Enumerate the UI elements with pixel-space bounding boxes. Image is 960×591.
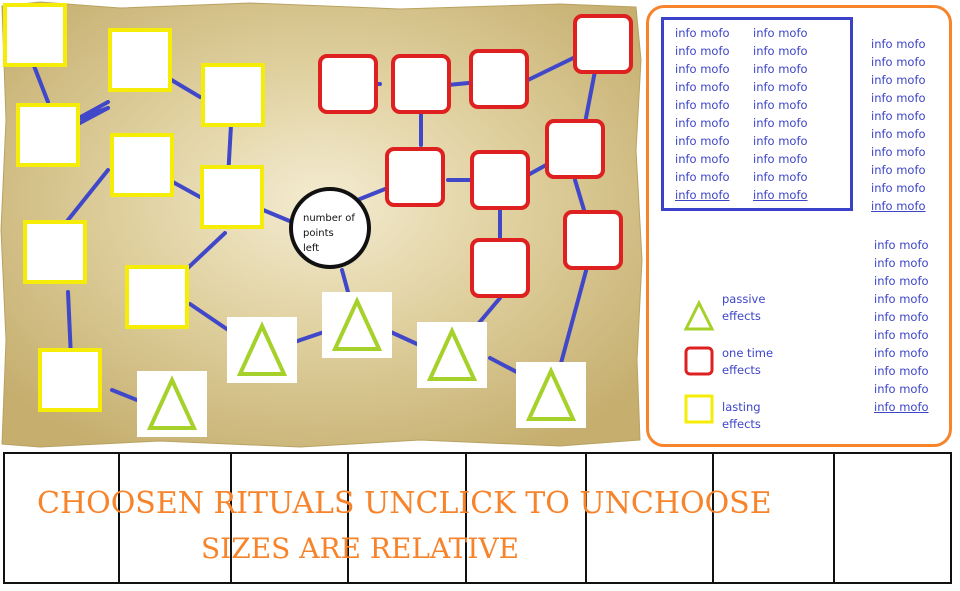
info-line: info mofo — [871, 73, 926, 87]
passive-legend-label: passive effects — [722, 292, 766, 323]
info-line: info mofo — [675, 188, 730, 202]
lasting-legend-label: lasting effects — [722, 400, 761, 431]
info-line: info mofo — [871, 37, 926, 51]
info-line: info mofo — [874, 382, 929, 396]
lasting-ritual-node[interactable] — [108, 28, 172, 92]
points-left-counter: number of points left — [289, 187, 371, 269]
info-line: info mofo — [874, 364, 929, 378]
info-line: info mofo — [753, 116, 808, 130]
info-line: info mofo — [753, 80, 808, 94]
one-time-ritual-node[interactable] — [573, 14, 633, 74]
passive-ritual-node[interactable] — [417, 322, 487, 388]
lasting-ritual-node[interactable] — [3, 3, 67, 67]
chosen-ritual-slot[interactable] — [347, 452, 467, 584]
one-time-ritual-node[interactable] — [470, 150, 530, 210]
info-line: info mofo — [874, 238, 929, 252]
info-line: info mofo — [675, 116, 730, 130]
one-time-legend-icon — [684, 346, 714, 376]
info-line: info mofo — [753, 98, 808, 112]
ritual-map: number of points left — [0, 1, 643, 448]
one-time-ritual-node[interactable] — [469, 49, 529, 109]
info-line: info mofo — [874, 256, 929, 270]
passive-ritual-node[interactable] — [322, 292, 392, 358]
lasting-ritual-node[interactable] — [200, 165, 264, 229]
lasting-legend-icon — [684, 394, 714, 424]
one-time-ritual-node[interactable] — [318, 54, 378, 114]
lasting-ritual-node[interactable] — [23, 220, 87, 284]
info-line: info mofo — [871, 109, 926, 123]
info-line: info mofo — [753, 62, 808, 76]
chosen-ritual-slot[interactable] — [833, 452, 952, 584]
one-time-ritual-node[interactable] — [385, 147, 445, 207]
info-line: info mofo — [675, 80, 730, 94]
chosen-ritual-slot[interactable] — [118, 452, 232, 584]
info-line: info mofo — [874, 346, 929, 360]
info-line: info mofo — [874, 310, 929, 324]
lasting-ritual-node[interactable] — [201, 63, 265, 127]
info-line: info mofo — [871, 91, 926, 105]
info-line: info mofo — [874, 274, 929, 288]
info-line: info mofo — [753, 170, 808, 184]
lasting-ritual-node[interactable] — [16, 103, 80, 167]
info-line: info mofo — [675, 98, 730, 112]
passive-ritual-node[interactable] — [137, 371, 207, 437]
info-line: info mofo — [753, 152, 808, 166]
counter-label-line-2: points — [303, 228, 334, 239]
info-line: info mofo — [871, 127, 926, 141]
lasting-ritual-node[interactable] — [125, 265, 189, 329]
info-line: info mofo — [874, 292, 929, 306]
info-line: info mofo — [753, 26, 808, 40]
chosen-ritual-slot[interactable] — [585, 452, 714, 584]
info-panel: info mofo info mofo info mofo info mofo info… — [646, 5, 952, 447]
one-time-ritual-node[interactable] — [563, 210, 623, 270]
info-line: info mofo — [871, 181, 926, 195]
info-line: info mofo — [675, 62, 730, 76]
info-line: info mofo — [675, 170, 730, 184]
passive-legend-icon — [683, 300, 715, 331]
chosen-bar-subtitle: SIZES ARE RELATIVE — [201, 532, 520, 565]
info-line: info mofo — [675, 134, 730, 148]
info-line: info mofo — [753, 188, 808, 202]
one-time-ritual-node[interactable] — [545, 119, 605, 179]
info-line: info mofo — [753, 44, 808, 58]
chosen-ritual-slot[interactable] — [230, 452, 349, 584]
selected-ritual-info-box — [661, 17, 853, 211]
one-time-legend-label: one time effects — [722, 346, 774, 377]
info-line: info mofo — [871, 55, 926, 69]
info-line: info mofo — [871, 145, 926, 159]
lasting-ritual-node[interactable] — [110, 133, 174, 197]
chosen-rituals-bar: CHOOSEN RITUALS UNCLICK TO UNCHOOSE SIZE… — [3, 452, 952, 586]
lasting-ritual-node[interactable] — [38, 348, 102, 412]
counter-label-line-3: left — [303, 243, 319, 254]
counter-label-line-1: number of — [303, 213, 355, 224]
one-time-ritual-node[interactable] — [391, 54, 451, 114]
info-line: info mofo — [874, 400, 929, 414]
one-time-ritual-node[interactable] — [470, 238, 530, 298]
passive-ritual-node[interactable] — [516, 362, 586, 428]
info-line: info mofo — [675, 152, 730, 166]
info-line: info mofo — [753, 134, 808, 148]
chosen-bar-title: CHOOSEN RITUALS UNCLICK TO UNCHOOSE — [37, 486, 772, 521]
info-line: info mofo — [675, 44, 730, 58]
info-line: info mofo — [871, 163, 926, 177]
passive-ritual-node[interactable] — [227, 317, 297, 383]
info-line: info mofo — [675, 26, 730, 40]
info-line: info mofo — [874, 328, 929, 342]
info-line: info mofo — [871, 199, 926, 213]
